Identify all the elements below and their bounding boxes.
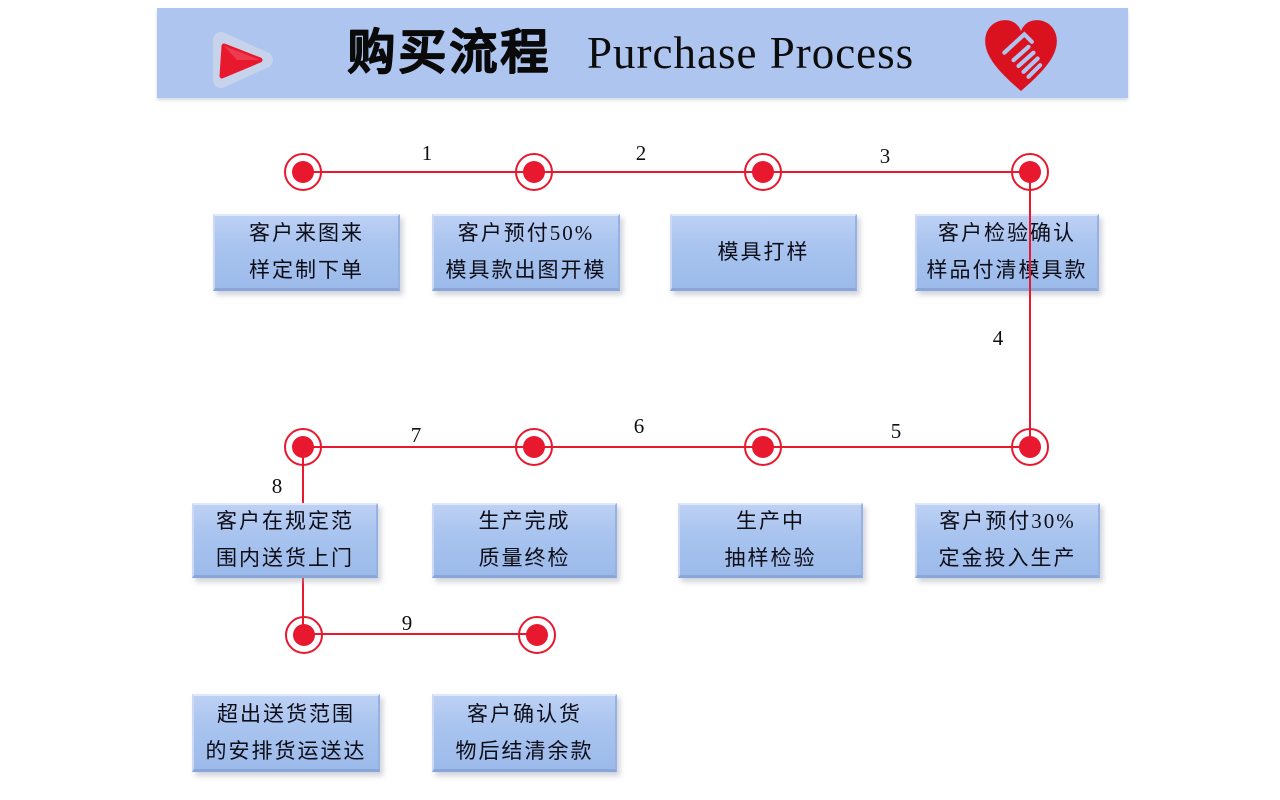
step-box-confirm-balance: 客户确认货 物后结清余款	[432, 694, 617, 772]
step-box-line: 模具打样	[717, 239, 810, 264]
step-box-prepay-50: 客户预付50% 模具款出图开模	[432, 214, 620, 291]
segment-number-9: 9	[401, 611, 413, 635]
segment-number-1: 1	[421, 141, 433, 165]
step-box-line: 客户在规定范	[216, 509, 354, 533]
step-box-line: 物后结清余款	[455, 738, 594, 763]
flow-node-dot	[292, 161, 314, 183]
step-box-line: 客户预付50%	[457, 221, 595, 245]
step-box-out-of-range-freight: 超出送货范围 的安排货运送达	[192, 694, 380, 772]
step-box-line: 样品付清模具款	[926, 258, 1088, 282]
flow-node-4	[1011, 153, 1049, 191]
step-box-production-complete: 生产完成 质量终检	[432, 503, 617, 578]
page-title-english: Purchase Process	[587, 28, 915, 78]
step-box-line: 质量终检	[478, 546, 571, 570]
connector-line-row2	[303, 446, 1030, 448]
step-box-delivery-in-range: 客户在规定范 围内送货上门	[192, 503, 378, 578]
flow-node-5	[1011, 428, 1049, 466]
flow-node-2	[515, 153, 553, 191]
segment-number-8: 8	[271, 474, 283, 498]
flow-node-dot	[523, 161, 545, 183]
flow-node-3	[744, 153, 782, 191]
flow-node-dot	[752, 161, 774, 183]
connector-line-row3	[304, 633, 537, 635]
flow-node-10	[518, 616, 556, 654]
heart-handshake-icon	[985, 20, 1057, 92]
step-box-line: 模具款出图开模	[445, 258, 607, 282]
connector-line-row1	[303, 171, 1030, 173]
flow-node-dot	[523, 436, 545, 458]
flow-node-dot	[752, 436, 774, 458]
step-box-in-production: 生产中 抽样检验	[678, 503, 863, 578]
flow-node-dot	[526, 624, 548, 646]
play-icon	[213, 32, 273, 88]
flow-node-dot	[292, 436, 314, 458]
flow-node-dot	[1019, 436, 1041, 458]
step-box-line: 客户确认货	[467, 701, 582, 726]
step-box-line: 生产完成	[478, 509, 571, 533]
step-box-custom-order: 客户来图来 样定制下单	[213, 214, 400, 291]
segment-number-6: 6	[633, 414, 645, 438]
step-box-line: 抽样检验	[724, 546, 817, 570]
step-box-line: 定金投入生产	[938, 546, 1077, 570]
step-box-prepay-30: 客户预付30% 定金投入生产	[915, 503, 1100, 578]
flow-node-7	[515, 428, 553, 466]
step-box-line: 客户检验确认	[938, 221, 1076, 245]
step-box-line: 超出送货范围	[217, 701, 355, 726]
step-box-inspect-confirm: 客户检验确认 样品付清模具款	[915, 214, 1099, 291]
flow-node-dot	[293, 624, 315, 646]
connector-line-seg4	[1029, 172, 1031, 447]
flow-node-6	[744, 428, 782, 466]
flow-node-9	[285, 616, 323, 654]
step-box-line: 客户来图来	[249, 221, 364, 245]
flow-node-8	[284, 428, 322, 466]
segment-number-2: 2	[635, 141, 647, 165]
flow-node-1	[284, 153, 322, 191]
segment-number-7: 7	[410, 423, 422, 447]
step-box-mold-sample: 模具打样	[670, 214, 857, 291]
step-box-line: 的安排货运送达	[205, 738, 367, 763]
step-box-line: 样定制下单	[249, 258, 364, 282]
header-banner: 购买流程 Purchase Process	[157, 8, 1128, 98]
segment-number-4: 4	[992, 326, 1004, 350]
segment-number-3: 3	[879, 144, 891, 168]
step-box-line: 客户预付30%	[939, 509, 1076, 533]
step-box-line: 围内送货上门	[216, 546, 354, 570]
step-box-line: 生产中	[736, 509, 805, 533]
segment-number-5: 5	[890, 419, 902, 443]
page-title-chinese: 购买流程	[347, 24, 552, 80]
flow-node-dot	[1019, 161, 1041, 183]
